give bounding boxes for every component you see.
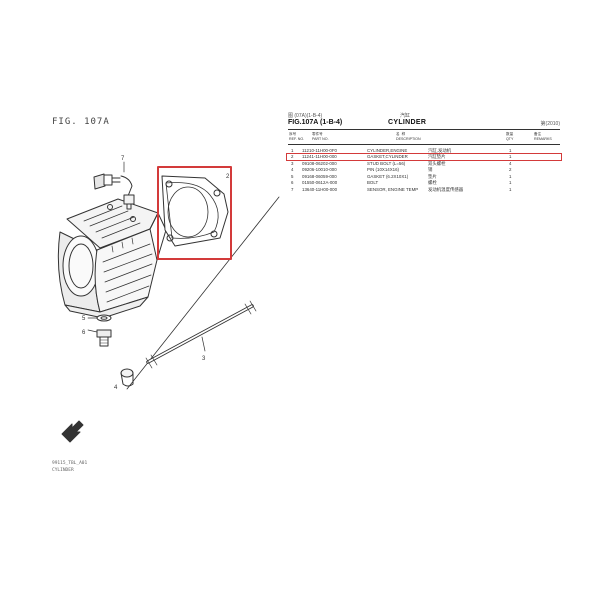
callout-6: 6 (82, 330, 86, 336)
cell-part-no: 11241-11H00-000 (302, 154, 337, 160)
cell-ref-no: 7 (291, 186, 294, 192)
cell-ref-no: 2 (291, 154, 294, 160)
cell-description: SENSOR, ENGINE TEMP (367, 186, 419, 192)
cell-part-no: 09108-06202-000 (302, 160, 337, 166)
cell-ref-no: 1 (291, 147, 294, 153)
cell-description: BOLT (367, 180, 379, 186)
cell-qty: 2 (509, 167, 512, 173)
cylinder-gasket (161, 175, 229, 247)
cylinder-block (57, 198, 167, 319)
cell-qty: 1 (509, 154, 512, 160)
callout-7: 7 (121, 156, 125, 162)
header-ref: 序号 REF. NO. (289, 132, 305, 141)
cell-ref-no: 6 (291, 180, 294, 186)
cell-description-cn: 发动机温度传感器 (428, 186, 464, 192)
figure-ref-cn: 图 (07A)(1-B-4) (288, 113, 323, 119)
cell-description-cn: 螺栓 (428, 180, 437, 186)
cell-part-no: 11210-11H00-0F0 (302, 147, 337, 153)
cell-ref-no: 4 (291, 167, 294, 173)
footer-code-line-2: CYLINDER (52, 468, 74, 473)
table-row: 3 09108-06202-000 STUD BOLT (L=56) 双头螺栓 4 (288, 160, 560, 167)
table-row: 4 09206-10010-000 PIN (10X14X16) 销 2 (288, 167, 560, 174)
parts-table: 图 (07A)(1-B-4) 汽缸 FIG.107A (1-B-4) CYLIN… (286, 111, 562, 193)
table-row: 7 13640-11H00-000 SENSOR, ENGINE TEMP 发动机温度… (288, 186, 560, 193)
footer-code-line-1: 99115_TBL_A01 (52, 461, 88, 466)
cell-qty: 1 (509, 186, 512, 192)
callout-4: 4 (114, 385, 118, 391)
cell-description: STUD BOLT (L=56) (367, 160, 406, 166)
footer-code: 99115_TBL_A01 CYLINDER (52, 460, 87, 474)
figure-label: FIG. 107A (52, 117, 110, 127)
cell-description-cn: 销 (428, 167, 433, 173)
cell-part-no: 01550-0612A-000 (302, 180, 338, 186)
stud-bolt (145, 300, 257, 369)
figure-name-cn: 汽缸 (400, 113, 411, 119)
table-header: 序号 REF. NO. 零件号 PART NO. 名 称 DESCRIPTION… (288, 129, 560, 145)
cell-ref-no: 3 (291, 160, 294, 166)
cell-description-cn: 双头螺栓 (428, 160, 446, 166)
cell-description: GASKET (6.2X10X1) (367, 173, 409, 179)
cell-description-cn: 垫片 (428, 173, 437, 179)
table-row: 6 01550-0612A-000 BOLT 螺栓 1 (288, 180, 560, 187)
callout-5: 5 (82, 316, 86, 322)
table-row: 1 11210-11H00-0F0 CYLINDER,ENGINE 汽缸,发动机 1 (288, 147, 560, 154)
cell-qty: 4 (509, 160, 512, 166)
table-row: 5 09168-06059-000 GASKET (6.2X10X1) 垫片 1 (288, 173, 560, 180)
dowel-pin (120, 368, 134, 387)
header-remarks: 备注 REMARKS (534, 132, 552, 141)
table-topline: 图 (07A)(1-B-4) 汽缸 (288, 111, 560, 119)
cell-qty: 1 (509, 173, 512, 179)
cell-part-no: 09206-10010-000 (302, 167, 337, 173)
front-direction-arrow (61, 420, 84, 443)
figure-number: FIG.107A (1-B-4) (288, 119, 343, 126)
temperature-sensor (93, 161, 135, 210)
cell-qty: 1 (509, 180, 512, 186)
cell-ref-no: 5 (291, 173, 294, 179)
table-date: 第(2010) (540, 121, 560, 127)
cell-part-no: 09168-06059-000 (302, 173, 337, 179)
header-desc: 名 称 DESCRIPTION (396, 132, 421, 141)
callout-2: 2 (226, 174, 230, 180)
gasket-highlight-box (157, 166, 232, 260)
cell-description-cn: 汽缸,发动机 (428, 147, 452, 153)
cell-description: GASKET,CYLINDER (367, 154, 408, 160)
callout-3: 3 (202, 356, 206, 362)
header-qty: 数量 QTY (506, 132, 514, 141)
cell-qty: 1 (509, 147, 512, 153)
bolt-and-washer (87, 314, 112, 347)
cell-description: PIN (10X14X16) (367, 167, 399, 173)
header-part: 零件号 PART NO. (312, 132, 329, 141)
cell-description: CYLINDER,ENGINE (367, 147, 408, 153)
cell-part-no: 13640-11H00-000 (302, 186, 338, 192)
table-titleline: FIG.107A (1-B-4) CYLINDER 第(2010) (288, 119, 560, 129)
table-title: CYLINDER (388, 119, 427, 126)
